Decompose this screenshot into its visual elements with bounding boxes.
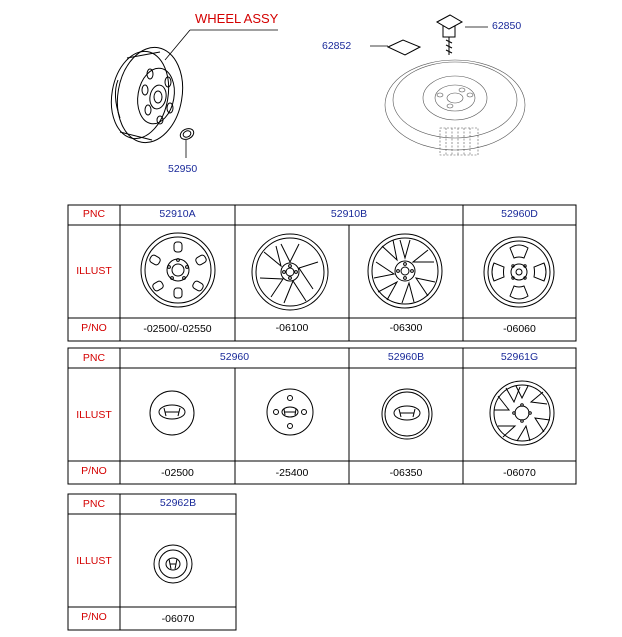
alloy-wheel-4hole-icon [483,236,555,308]
table-2-pno-1: -02500 [161,467,194,479]
spare-tire-icon [384,59,526,156]
table-1-pnc-52910B: 52910B [330,208,368,220]
hold-down-bolt-icon [435,14,464,55]
callout-62850: 62850 [492,20,522,32]
wheel-cover-icon [489,380,555,446]
table-2-pno-3: -06350 [389,467,423,479]
four-lug-center-cap-icon [266,388,314,436]
table-2-grid [67,347,577,485]
oval-logo-cap-icon [149,390,195,436]
small-cap-52950-icon [179,128,195,140]
alloy-wheel-5spoke-icon [251,233,329,311]
callout-52950: 52950 [168,163,198,175]
table-1-pno-label: P/NO [81,322,107,334]
table-1-pno-2: -06100 [275,322,309,334]
table-1-pno-1: -02500/-02550 [143,323,212,335]
logo-hubcap-icon [381,388,433,440]
table-3-illust-label: ILLUST [76,555,112,567]
table-3-pnc-52962B: 52962B [159,497,197,509]
table-3-pno-label: P/NO [81,611,107,623]
table-2-pnc-52960B: 52960B [387,351,425,363]
table-1-pnc-52960D: 52960D [501,208,538,220]
tire-label-icon [386,39,422,56]
table-3-grid [67,493,237,631]
small-center-cap-icon [153,544,193,584]
table-1-pno-3: -06300 [389,322,423,334]
table-1-pnc-52910A: 52910A [159,208,196,220]
table-2-pnc-label: PNC [82,352,106,364]
callout-62852: 62852 [322,40,352,52]
table-2-pno-label: P/NO [81,465,107,477]
table-1-pno-4: -06060 [503,323,536,335]
table-3-pnc-label: PNC [82,498,106,510]
table-2-pnc-52961G: 52961G [500,351,539,363]
diagram-title: WHEEL ASSY [195,11,279,26]
alloy-wheel-7spoke-icon [367,233,443,309]
table-1-pnc-label: PNC [82,208,106,220]
table-1-grid [67,204,577,342]
table-2-pno-4: -06070 [503,467,536,479]
table-2-illust-label: ILLUST [76,409,112,421]
steel-wheel-icon [140,232,216,308]
table-2-pno-2: -25400 [275,467,309,479]
table-2-pnc-52960: 52960 [219,351,250,363]
table-1-illust-label: ILLUST [76,265,112,277]
wheel-assy-icon [110,46,184,144]
table-3-pno-1: -06070 [161,613,195,625]
